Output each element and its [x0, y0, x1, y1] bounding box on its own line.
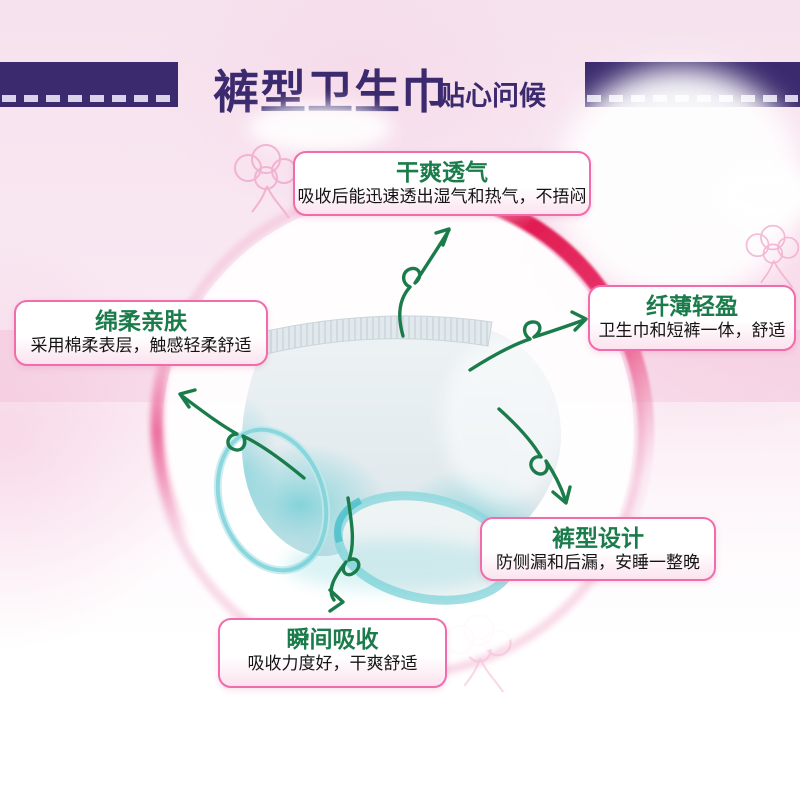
callout-desc: 吸收后能迅速透出湿气和热气，不捂闷	[297, 187, 587, 206]
feature-arrows	[178, 227, 588, 613]
callout-title: 瞬间吸收	[286, 626, 379, 652]
arrow-to-top-callout	[397, 227, 451, 338]
callout-title: 绵柔亲肤	[95, 308, 187, 334]
callout-desc: 采用棉柔表层，触感轻柔舒适	[30, 336, 252, 355]
callout-soft-skin: 绵柔亲肤 采用棉柔表层，触感轻柔舒适	[14, 300, 268, 366]
header-dashes-left	[2, 95, 176, 102]
page-subtitle: 贴心问候	[438, 81, 546, 111]
pant-waistband	[261, 315, 493, 355]
arrow-to-bottomright-callout	[497, 407, 572, 505]
cloud-blob	[248, 104, 392, 152]
callout-desc: 防侧漏和后漏，安睡一整晚	[496, 553, 700, 572]
header-bar-left	[0, 62, 178, 107]
callout-title: 纤薄轻盈	[646, 293, 738, 319]
rabbit-ear-blob	[717, 165, 800, 225]
callout-desc: 卫生巾和短裤一体，舒适	[598, 321, 786, 340]
callout-thin-light: 纤薄轻盈 卫生巾和短裤一体，舒适	[588, 285, 796, 351]
callout-title: 干爽透气	[396, 159, 488, 185]
callout-instant-absorb: 瞬间吸收 吸收力度好，干爽舒适	[218, 618, 447, 688]
callout-title: 裤型设计	[552, 525, 644, 551]
arrow-to-bottom-callout	[328, 496, 361, 613]
cotton-flower-icon	[745, 224, 800, 289]
callout-desc: 吸收力度好，干爽舒适	[247, 654, 418, 673]
arrow-to-right-callout	[468, 310, 588, 372]
cotton-flower-icon	[234, 144, 297, 219]
decor-white-blobs	[248, 67, 800, 303]
pant-bottom-shadow	[285, 539, 505, 591]
callout-pant-design: 裤型设计 防侧漏和后漏，安睡一整晚	[480, 517, 716, 581]
rabbit-blob	[555, 67, 800, 303]
arrow-to-left-callout	[178, 388, 306, 480]
callout-dry-breathable: 干爽透气 吸收后能迅速透出湿气和热气，不捂闷	[293, 151, 591, 216]
